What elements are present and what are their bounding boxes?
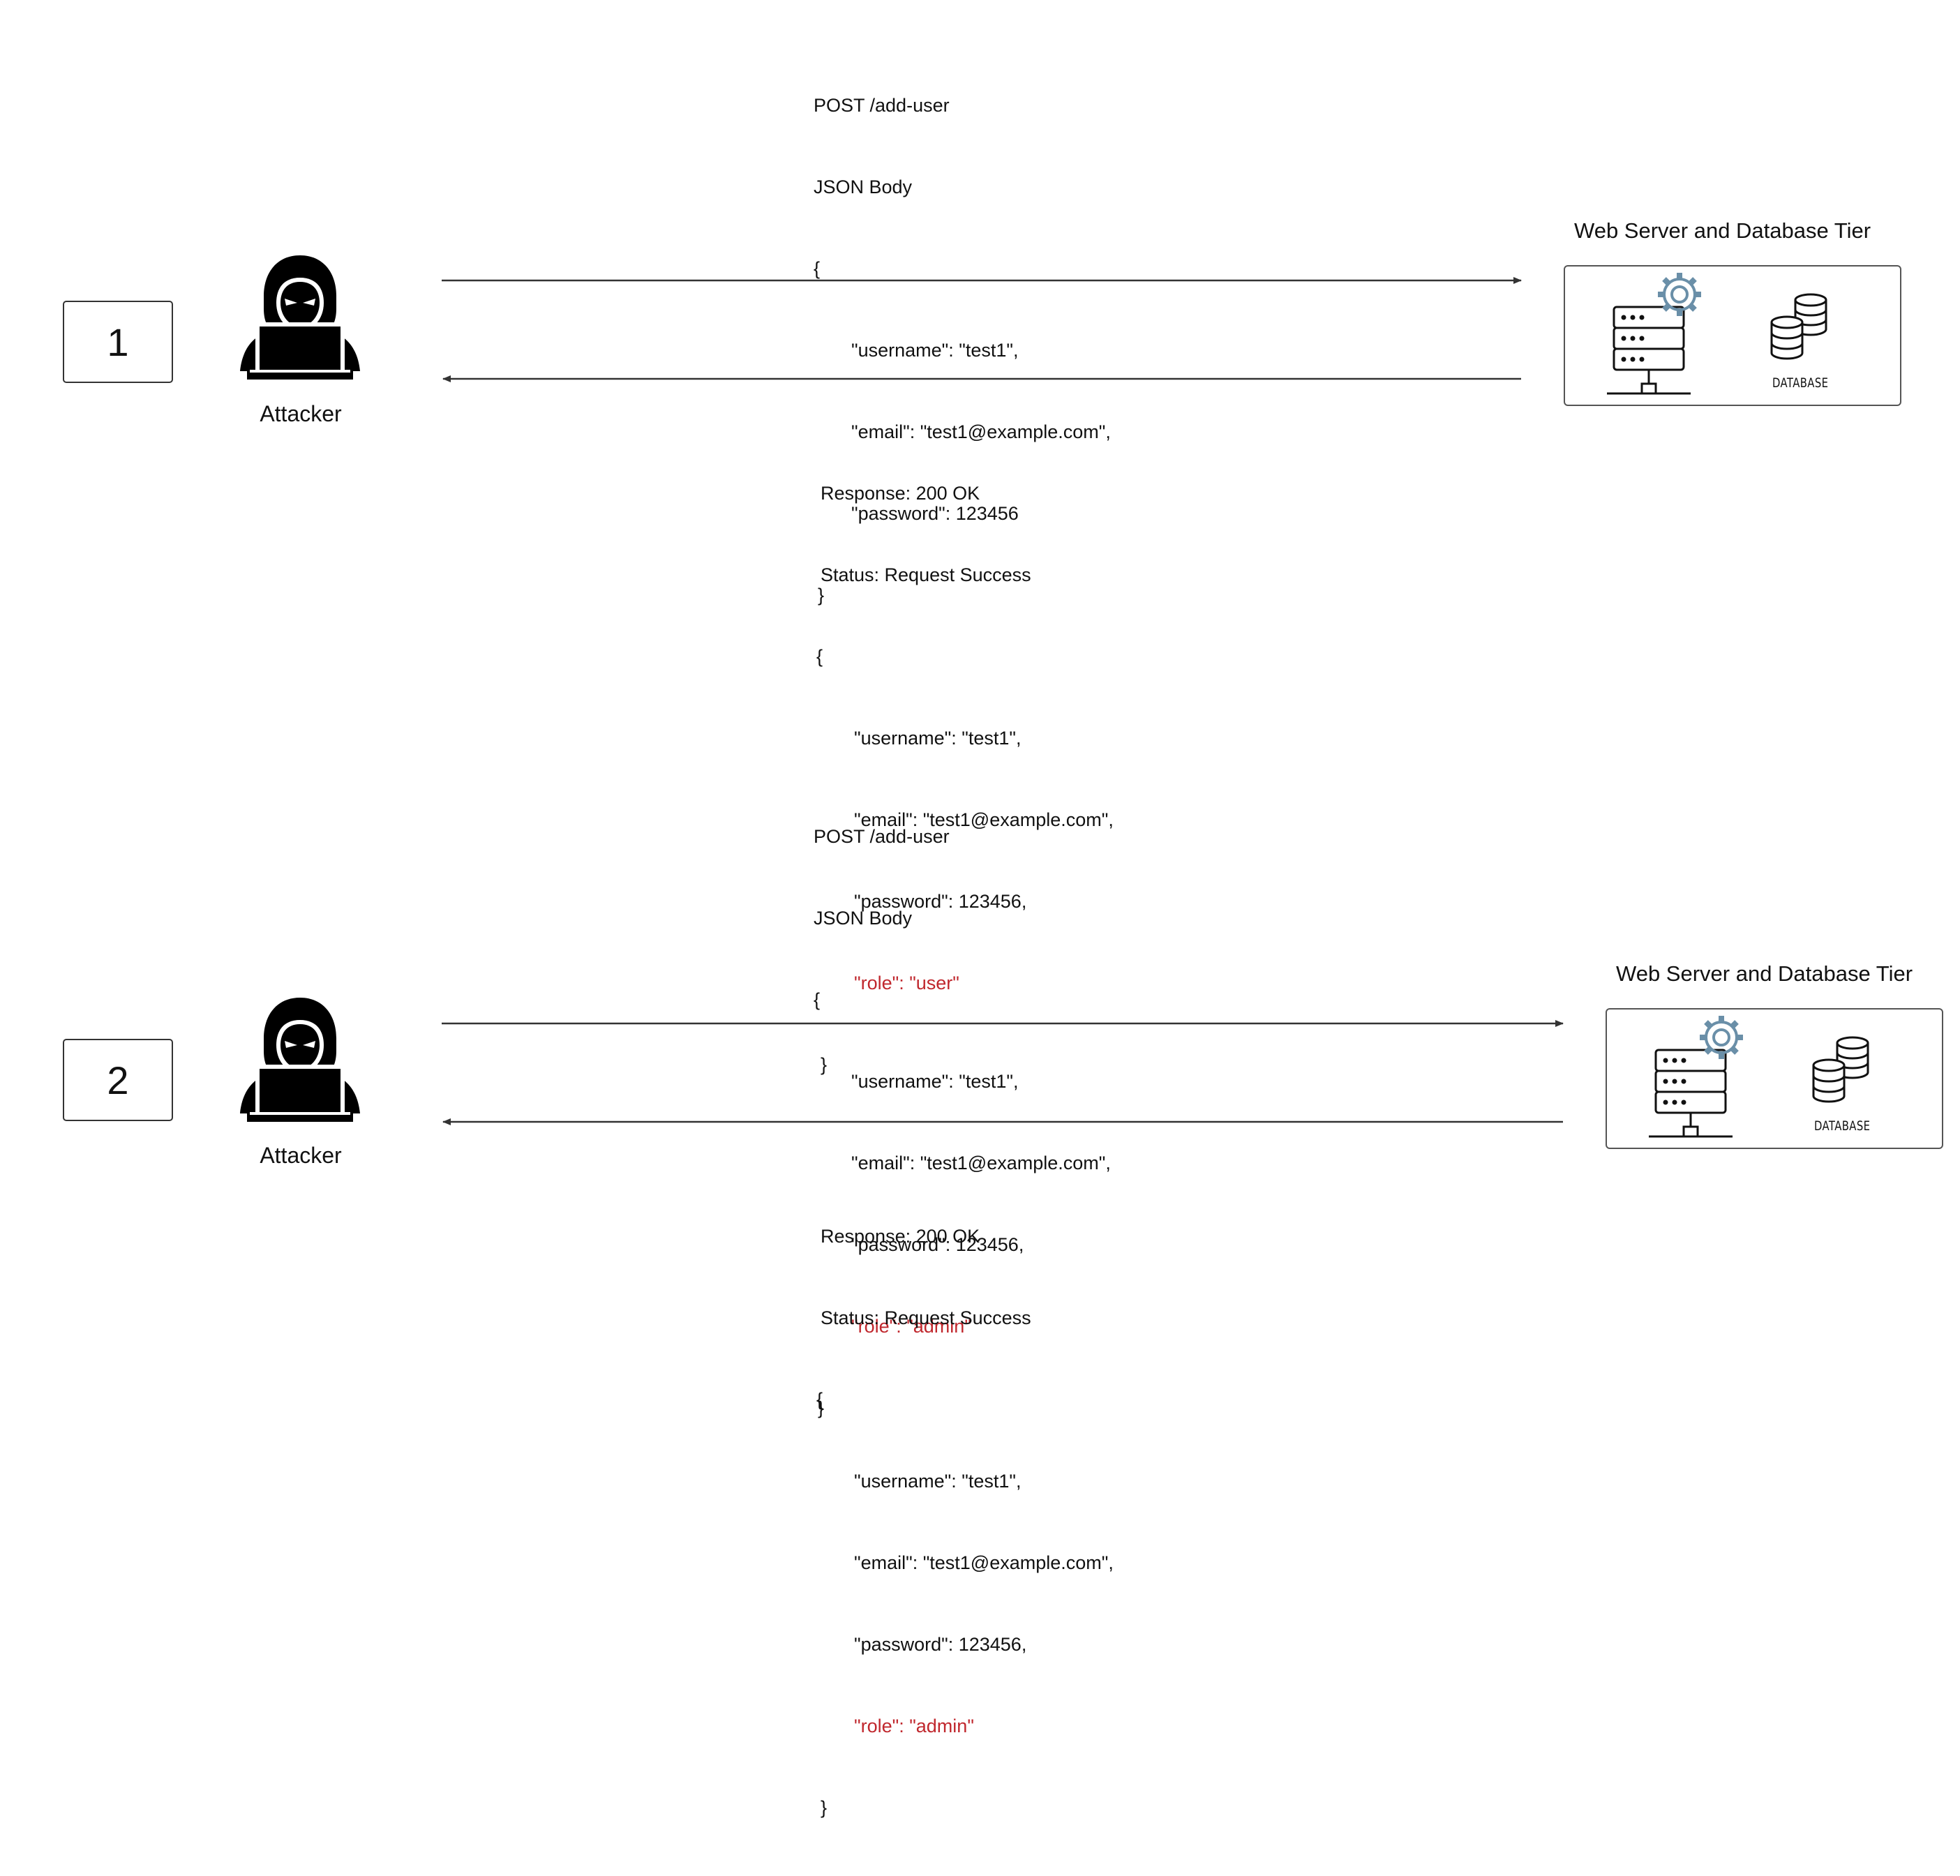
json-field-role: "role": "admin": [851, 1316, 971, 1337]
attacker-label: Attacker: [260, 1143, 342, 1168]
database-stack-icon: [1812, 1036, 1869, 1103]
database-label: DATABASE: [1814, 1118, 1871, 1134]
response-status-text: Status: Request Success: [821, 564, 1031, 585]
web-server-database-tier: DATABASE: [1606, 1008, 1943, 1149]
json-field-role: "role": "user": [854, 973, 959, 993]
json-field-username: "username": "test1",: [854, 728, 1022, 749]
json-field-username: "username": "test1",: [854, 1471, 1022, 1492]
json-open-brace: {: [816, 646, 823, 667]
json-field-password: "password": 123456: [851, 503, 1019, 524]
response-status-code: Response: 200 OK: [821, 483, 980, 504]
server-rack-icon: [1607, 306, 1691, 395]
database-label: DATABASE: [1772, 375, 1829, 391]
flow-arrows: [442, 277, 1564, 1125]
request-endpoint: POST /add-user: [814, 95, 950, 116]
request-endpoint: POST /add-user: [814, 826, 950, 847]
database-stack-icon: [1770, 293, 1827, 360]
json-field-email: "email": "test1@example.com",: [851, 421, 1111, 442]
request-body-label: JSON Body: [814, 177, 913, 197]
json-field-email: "email": "test1@example.com",: [854, 1552, 1114, 1573]
json-field-username: "username": "test1",: [851, 340, 1019, 361]
json-field-password: "password": 123456,: [854, 891, 1027, 912]
step-number-box: 2: [63, 1039, 173, 1121]
server-rack-icon: [1649, 1049, 1733, 1138]
tier-title: Web Server and Database Tier: [1574, 218, 1871, 243]
json-open-brace: {: [814, 258, 821, 279]
request-body: POST /add-user JSON Body { "username": "…: [814, 38, 1111, 663]
json-open-brace: {: [816, 1389, 823, 1410]
json-open-brace: {: [814, 989, 821, 1010]
tier-title: Web Server and Database Tier: [1616, 961, 1913, 986]
response-status-text: Status: Request Success: [821, 1307, 1031, 1328]
json-field-email: "email": "test1@example.com",: [851, 1153, 1111, 1173]
hacker-laptop-icon: [240, 998, 360, 1122]
json-close-brace: }: [818, 1397, 825, 1418]
hacker-laptop-icon: [240, 255, 360, 380]
json-field-password: "password": 123456,: [854, 1634, 1027, 1655]
json-close-brace: }: [818, 585, 825, 606]
json-field-role: "role": "admin": [854, 1716, 974, 1736]
step-number-box: 1: [63, 301, 173, 383]
response-body: Response: 200 OK Status: Request Success…: [816, 426, 1114, 1133]
json-field-email: "email": "test1@example.com",: [854, 809, 1114, 830]
request-body-label: JSON Body: [814, 908, 913, 929]
web-server-database-tier: DATABASE: [1564, 265, 1901, 406]
response-status-code: Response: 200 OK: [821, 1226, 980, 1247]
request-body: POST /add-user JSON Body { "username": "…: [814, 769, 1111, 1476]
json-close-brace: }: [821, 1797, 828, 1818]
gear-icon: [1658, 273, 1701, 316]
attacker-label: Attacker: [260, 401, 342, 426]
json-close-brace: }: [821, 1054, 828, 1075]
gear-icon: [1700, 1016, 1743, 1059]
json-field-password: "password": 123456,: [851, 1234, 1024, 1255]
json-field-username: "username": "test1",: [851, 1071, 1019, 1092]
